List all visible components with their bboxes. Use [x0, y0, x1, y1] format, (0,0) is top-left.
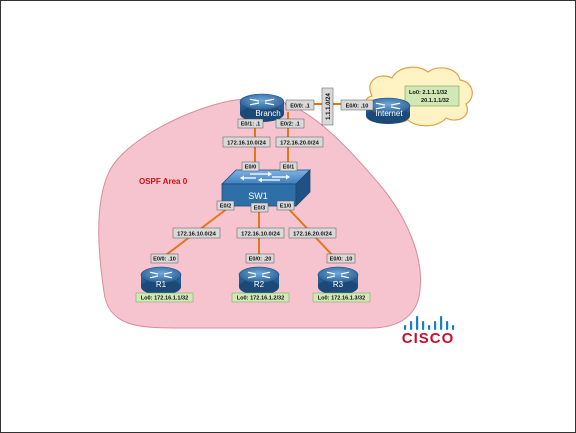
subnet-label-sw-r1: 172.16.10.0/24	[172, 227, 221, 239]
switch-arrows-icon	[240, 171, 290, 183]
svg-text:E0/0: .10: E0/0: .10	[346, 104, 369, 110]
svg-text:Lo0: 172.16.1.1/32: Lo0: 172.16.1.1/32	[141, 296, 189, 302]
subnet-label-sw-r2: 172.16.10.0/24	[236, 227, 285, 239]
router-branch-name: Branch	[255, 109, 280, 118]
interface-label-branch-e00: E0/0: .1	[285, 99, 315, 111]
svg-text:Lo0: 172.16.1.2/32: Lo0: 172.16.1.2/32	[237, 296, 285, 302]
router-r2[interactable]	[238, 266, 280, 295]
interface-label-sw1-e01: E0/1	[279, 161, 298, 172]
subnet-label-branch-left: 172.16.10.0/24	[222, 136, 271, 148]
router-arrows-icon	[326, 271, 350, 279]
cisco-logo-text: CISCO	[402, 330, 455, 347]
svg-text:E0/1: E0/1	[283, 165, 295, 171]
interface-label-sw1-e10: E1/0	[276, 200, 295, 211]
loopback-labels: Lo0: 172.16.1.1/32 Lo0: 172.16.1.2/32 Lo0:…	[135, 292, 371, 303]
interface-label-r1-e00: E0/0: .10	[150, 253, 179, 264]
subnet-label-sw-r3: 172.16.20.0/24	[288, 227, 337, 239]
router-top	[140, 266, 182, 284]
router-r2-name: R2	[254, 280, 265, 289]
svg-text:E0/0: .20: E0/0: .20	[249, 257, 272, 263]
switch-top-face	[221, 169, 311, 185]
cisco-logo: CISCO	[402, 316, 455, 347]
loopback-label-r2: Lo0: 172.16.1.2/32	[231, 292, 290, 303]
svg-text:172.16.10.0/24: 172.16.10.0/24	[227, 140, 266, 146]
svg-text:Lo0: 172.16.1.3/32: Lo0: 172.16.1.3/32	[318, 296, 366, 302]
subnet-label-wan: 1.1.1.0/24	[321, 87, 334, 126]
router-r3-name: R3	[333, 280, 344, 289]
svg-text:E0/0: .10: E0/0: .10	[153, 257, 176, 263]
switch-sw1[interactable]: SW1	[221, 169, 311, 207]
router-arrows-icon	[247, 271, 271, 279]
router-bottom	[239, 279, 279, 295]
internet-loopback-box	[404, 85, 460, 107]
router-r1-name: R1	[156, 280, 167, 289]
router-arrows-icon	[149, 271, 173, 279]
svg-text:E0/3: E0/3	[254, 206, 266, 212]
interface-label-internet-e00: E0/0: .10	[340, 99, 374, 111]
router-top	[238, 266, 280, 284]
interface-label-sw1-e00: E0/0	[241, 161, 260, 172]
ospf-area-label: OSPF Area 0	[139, 177, 188, 186]
subnet-labels: 1.1.1.0/24 172.16.10.0/24 172.16.20.0/24 17…	[172, 87, 337, 239]
svg-text:E0/0: E0/0	[245, 165, 257, 171]
router-bottom	[240, 106, 284, 122]
router-branch[interactable]	[239, 93, 285, 122]
router-r1[interactable]	[140, 266, 182, 295]
internet-loopback-2: 20.1.1.1/32	[421, 98, 449, 104]
svg-text:172.16.10.0/24: 172.16.10.0/24	[177, 231, 216, 237]
subnet-label-branch-right: 172.16.20.0/24	[275, 136, 324, 148]
interface-label-sw1-e03: E0/3	[250, 202, 269, 213]
svg-text:E0/2: E0/2	[220, 204, 232, 210]
svg-text:172.16.20.0/24: 172.16.20.0/24	[293, 231, 332, 237]
loopback-label-r1: Lo0: 172.16.1.1/32	[135, 292, 194, 303]
switch-name: SW1	[248, 191, 268, 201]
interface-label-r3-e00: E0/0: .10	[326, 253, 356, 264]
router-arrows-icon	[249, 98, 275, 106]
svg-text:E0/2: .1: E0/2: .1	[280, 122, 300, 128]
svg-text:1.1.1.0/24: 1.1.1.0/24	[326, 92, 332, 119]
router-bottom	[318, 279, 358, 295]
router-internet-name: Internet	[375, 109, 403, 118]
router-r3[interactable]	[317, 266, 359, 295]
svg-text:E0/0: .1: E0/0: .1	[290, 104, 310, 110]
svg-text:E1/0: E1/0	[280, 204, 292, 210]
interface-label-branch-e01: E0/1: .1	[237, 118, 264, 129]
svg-text:172.16.20.0/24: 172.16.20.0/24	[280, 140, 319, 146]
interface-label-r2-e00: E0/0: .20	[245, 253, 275, 264]
internet-loopback-1: Lo0: 2.1.1.1/32	[409, 90, 447, 96]
interface-label-branch-e02: E0/2: .1	[275, 118, 305, 129]
loopback-label-r3: Lo0: 172.16.1.3/32	[312, 292, 371, 303]
svg-text:E0/0: .10: E0/0: .10	[330, 257, 353, 263]
cisco-bars-icon	[404, 316, 455, 330]
svg-text:172.16.10.0/24: 172.16.10.0/24	[241, 231, 280, 237]
interface-label-sw1-e02: E0/2	[216, 200, 235, 211]
router-top	[317, 266, 359, 284]
switch-side-face	[295, 169, 311, 207]
svg-text:E0/1: .1: E0/1: .1	[241, 122, 261, 128]
router-top	[239, 93, 285, 111]
router-arrows-icon	[375, 102, 401, 110]
router-bottom	[141, 279, 181, 295]
